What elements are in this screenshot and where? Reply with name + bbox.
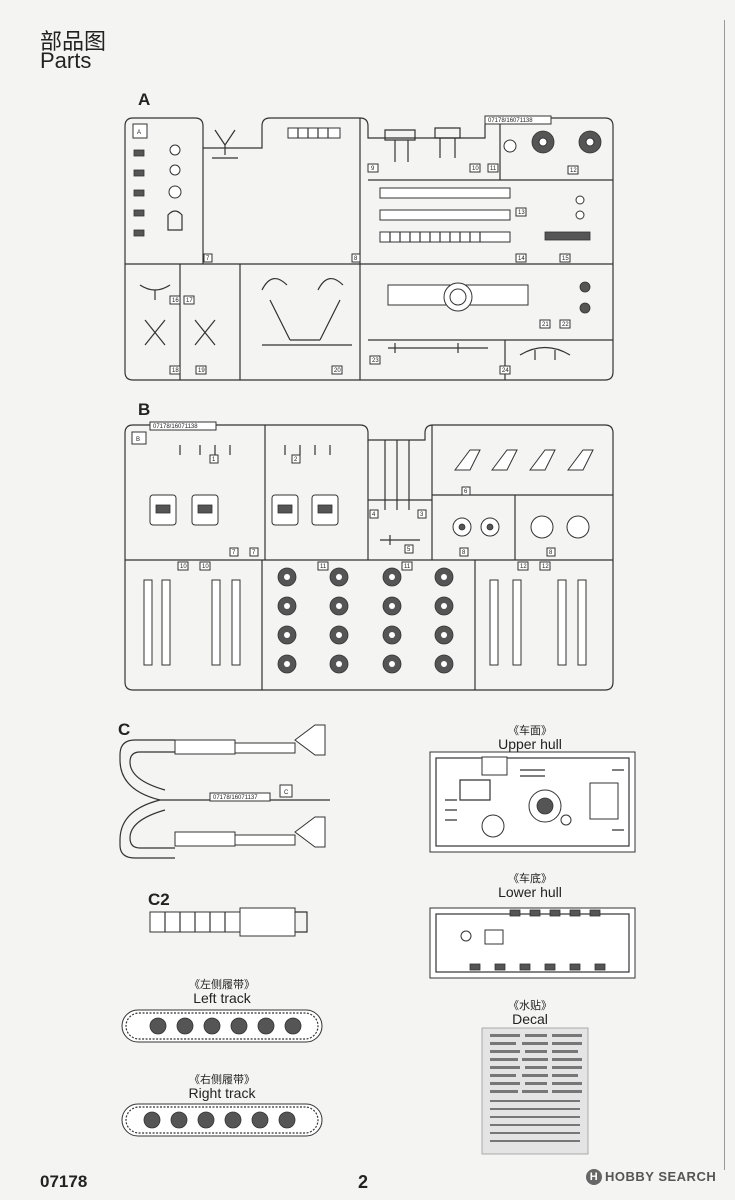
- upper-hull-caption-en: Upper hull: [498, 736, 562, 752]
- svg-text:6: 6: [464, 489, 468, 495]
- sprue-b-label: B: [138, 400, 151, 419]
- page-right-rule: [724, 20, 725, 1170]
- left-track-drawing: [121, 1009, 323, 1043]
- svg-text:16: 16: [172, 298, 179, 304]
- svg-text:15: 15: [562, 256, 569, 262]
- svg-text:7: 7: [232, 550, 236, 556]
- svg-text:8: 8: [462, 550, 466, 556]
- svg-text:8: 8: [549, 550, 553, 556]
- svg-text:23: 23: [372, 358, 379, 364]
- svg-text:17: 17: [186, 298, 193, 304]
- left-track-caption-cn: 《左侧履带》: [189, 978, 255, 991]
- lower-hull-caption-en: Lower hull: [498, 884, 562, 900]
- decal-caption-cn: 《水贴》: [508, 999, 552, 1012]
- sprue-c-code: 07178/16071137: [213, 795, 258, 801]
- svg-text:10: 10: [180, 564, 187, 570]
- svg-text:11: 11: [490, 166, 497, 172]
- right-track-caption-cn: 《右侧履带》: [189, 1073, 255, 1086]
- sprue-a-code: 07178/16071138: [488, 118, 533, 124]
- upper-hull-caption-cn: 《车面》: [508, 724, 552, 737]
- svg-text:7: 7: [252, 550, 256, 556]
- svg-text:1: 1: [212, 457, 216, 463]
- sprue-a-parts: A: [132, 123, 602, 375]
- right-track-drawing: [121, 1103, 323, 1137]
- left-track-caption-en: Left track: [193, 990, 251, 1006]
- svg-text:12: 12: [542, 564, 549, 570]
- svg-text:5: 5: [407, 547, 411, 553]
- svg-text:22: 22: [562, 322, 569, 328]
- svg-text:21: 21: [542, 322, 549, 328]
- sprue-a-label: A: [138, 90, 151, 109]
- svg-text:11: 11: [404, 564, 411, 570]
- svg-text:10: 10: [472, 166, 479, 172]
- svg-text:19: 19: [198, 368, 205, 374]
- upper-hull-drawing: [429, 751, 636, 853]
- svg-text:24: 24: [502, 368, 509, 374]
- decal-caption-en: Decal: [512, 1011, 548, 1027]
- sprue-a-badge: A: [137, 130, 141, 136]
- sprue-c-frame: 07178/16071137 C: [119, 724, 330, 859]
- svg-text:7: 7: [206, 256, 210, 262]
- sprue-b-frame: [124, 424, 614, 691]
- svg-text:12: 12: [520, 564, 527, 570]
- sprue-b-code: 07178/16071138: [153, 424, 198, 430]
- svg-text:2: 2: [294, 457, 298, 463]
- page-title-cn: 部品图: [40, 30, 107, 55]
- sprue-b-code-tag: 07178/16071138 B: [131, 421, 217, 445]
- svg-text:14: 14: [518, 256, 525, 262]
- sprue-a-frame: [124, 117, 614, 381]
- svg-text:3: 3: [420, 512, 424, 518]
- svg-text:11: 11: [320, 564, 327, 570]
- svg-text:12: 12: [570, 168, 577, 174]
- svg-text:9: 9: [371, 166, 375, 172]
- svg-text:8: 8: [354, 256, 358, 262]
- sprue-b-parts: 1 2 4 3 5 6 7 7 8 8 10 10 11 11 12 12: [143, 440, 594, 674]
- sprue-b-badge: B: [136, 437, 140, 443]
- svg-text:4: 4: [372, 512, 376, 518]
- hobby-search-logo-icon: H: [586, 1168, 602, 1185]
- decal-sheet: [481, 1027, 589, 1155]
- lower-hull-drawing: [429, 907, 636, 979]
- sprue-a-code-tag: 07178/16071138: [484, 115, 552, 125]
- svg-text:13: 13: [518, 210, 525, 216]
- right-track-caption-en: Right track: [188, 1085, 256, 1101]
- page-number: 2: [358, 1172, 369, 1192]
- hobby-search-text: HOBBY SEARCH: [605, 1169, 717, 1185]
- lower-hull-caption-cn: 《车底》: [508, 872, 552, 885]
- svg-text:10: 10: [202, 564, 209, 570]
- sprue-c-badge: C: [284, 790, 289, 796]
- product-code: 07178: [40, 1172, 88, 1191]
- sprue-c2-label: C2: [148, 890, 170, 909]
- svg-text:18: 18: [172, 368, 179, 374]
- svg-text:20: 20: [334, 368, 341, 374]
- sprue-c2-part: [149, 907, 308, 937]
- page-title-en: Parts: [40, 48, 92, 73]
- sprue-c-label: C: [118, 720, 131, 739]
